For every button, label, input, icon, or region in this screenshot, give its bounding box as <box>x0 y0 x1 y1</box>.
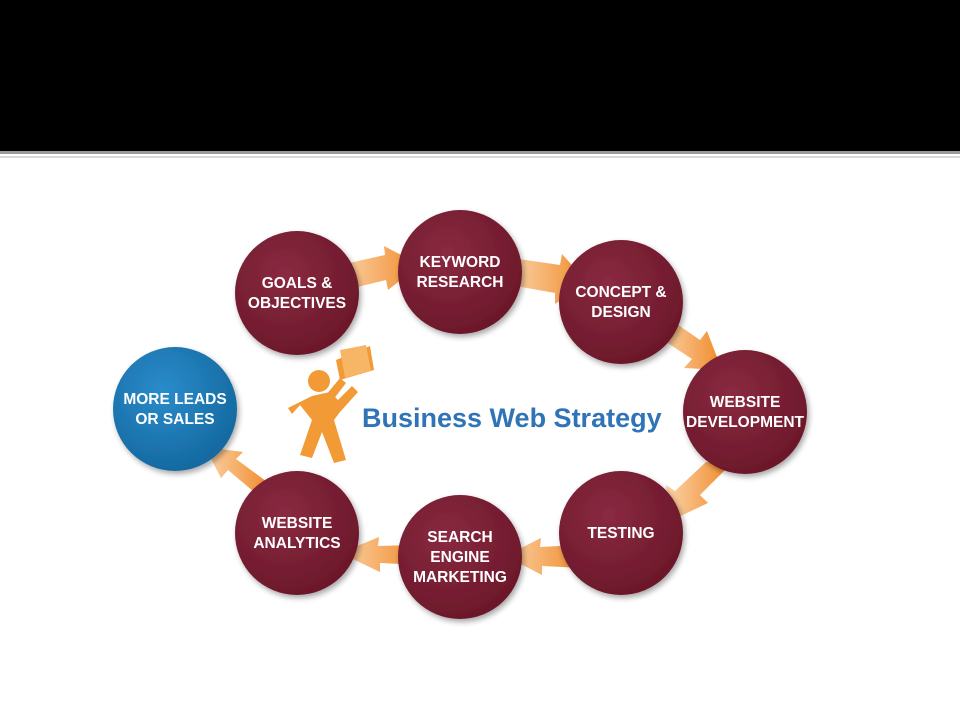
node-label-leads: OR SALES <box>135 411 214 428</box>
node-label-sem: ENGINE <box>430 549 489 566</box>
node-circle-webdev <box>683 350 807 474</box>
node-circle-sem <box>398 495 522 619</box>
node-concept: CONCEPT & DESIGN <box>559 240 683 364</box>
node-leads: MORE LEADS OR SALES <box>113 347 237 471</box>
node-label-analytics: WEBSITE <box>262 515 333 532</box>
node-label-sem: SEARCH <box>427 529 492 546</box>
node-label-analytics: ANALYTICS <box>253 535 340 552</box>
node-label-keyword: KEYWORD <box>420 254 501 271</box>
node-label-goals: GOALS & <box>262 275 333 292</box>
node-sem: SEARCH ENGINE MARKETING <box>398 495 522 619</box>
flow-arrow-4 <box>666 462 730 522</box>
header-divider-line <box>0 151 960 154</box>
node-goals: GOALS & OBJECTIVES <box>235 231 359 355</box>
node-analytics: WEBSITE ANALYTICS <box>235 471 359 595</box>
node-circle-testing <box>559 471 683 595</box>
node-label-testing: TESTING <box>587 525 654 542</box>
node-keyword: KEYWORD RESEARCH <box>398 210 522 334</box>
node-label-goals: OBJECTIVES <box>248 295 346 312</box>
node-label-keyword: RESEARCH <box>417 274 504 291</box>
node-label-concept: CONCEPT & <box>575 284 666 301</box>
node-label-webdev: WEBSITE <box>710 394 781 411</box>
slide-header-bar <box>0 0 960 151</box>
diagram-title: Business Web Strategy <box>362 403 662 433</box>
node-circle-keyword <box>398 210 522 334</box>
node-circle-goals <box>235 231 359 355</box>
node-testing: TESTING <box>559 471 683 595</box>
node-label-concept: DESIGN <box>591 304 650 321</box>
node-label-sem: MARKETING <box>413 569 507 586</box>
node-label-webdev: DEVELOPMENT <box>686 414 805 431</box>
header-divider-line-secondary <box>0 156 960 158</box>
strategy-nodes: GOALS & OBJECTIVES KEYWORD RESEARCH CONCEPT … <box>113 210 807 619</box>
person-with-megaphone-icon <box>288 345 374 463</box>
node-circle-leads <box>113 347 237 471</box>
node-label-leads: MORE LEADS <box>123 391 226 408</box>
flow-arrow-7 <box>205 447 270 497</box>
node-circle-concept <box>559 240 683 364</box>
node-webdev: WEBSITE DEVELOPMENT <box>683 350 807 474</box>
node-circle-analytics <box>235 471 359 595</box>
